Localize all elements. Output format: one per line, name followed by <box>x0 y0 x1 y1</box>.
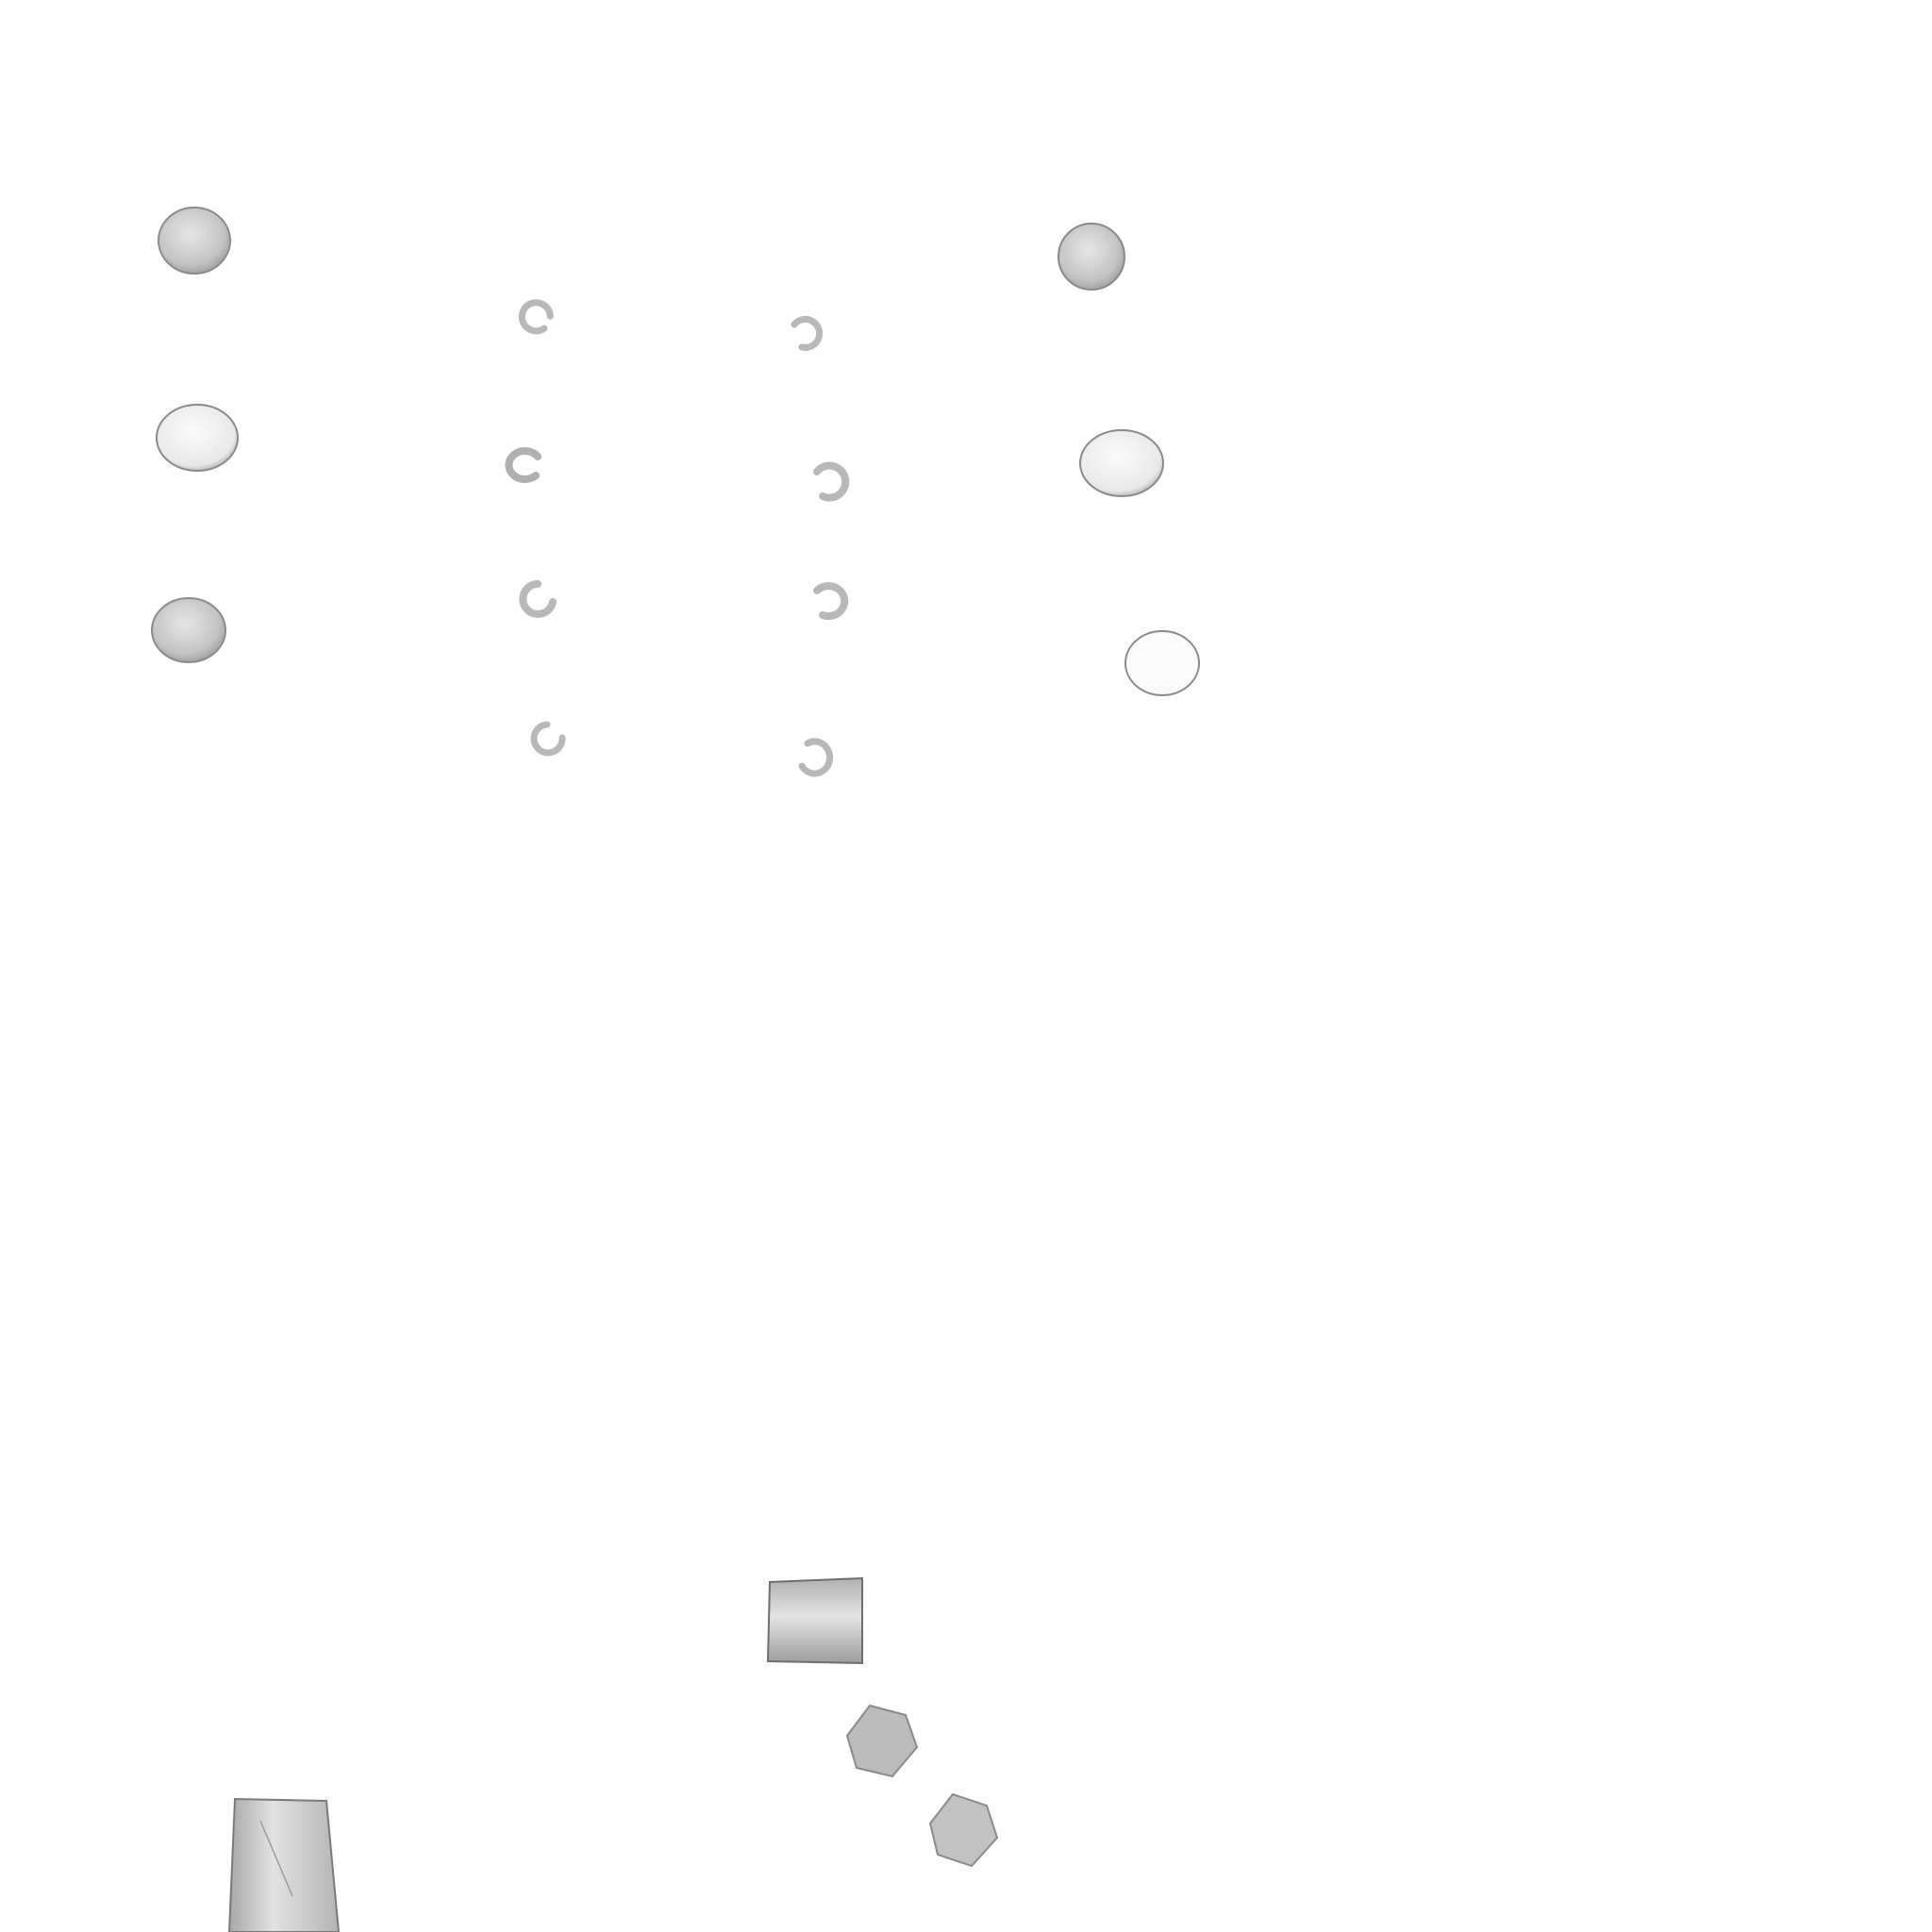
disc <box>158 207 231 275</box>
hook <box>505 447 541 483</box>
hook <box>813 582 849 621</box>
tumbler-crack <box>259 1820 293 1897</box>
hook <box>530 721 566 757</box>
hook <box>791 315 824 351</box>
disc <box>151 597 226 663</box>
hook <box>518 299 554 335</box>
tumbler <box>227 1797 341 1932</box>
disc <box>156 404 239 472</box>
cylinder <box>766 1576 863 1665</box>
hook <box>798 738 834 777</box>
disc <box>1079 429 1164 497</box>
hexagon-tile <box>845 1704 919 1778</box>
hook <box>813 461 850 502</box>
disc <box>1058 223 1125 291</box>
hexagon-tile <box>928 1792 999 1868</box>
disc <box>1124 630 1200 696</box>
hook <box>519 580 557 618</box>
